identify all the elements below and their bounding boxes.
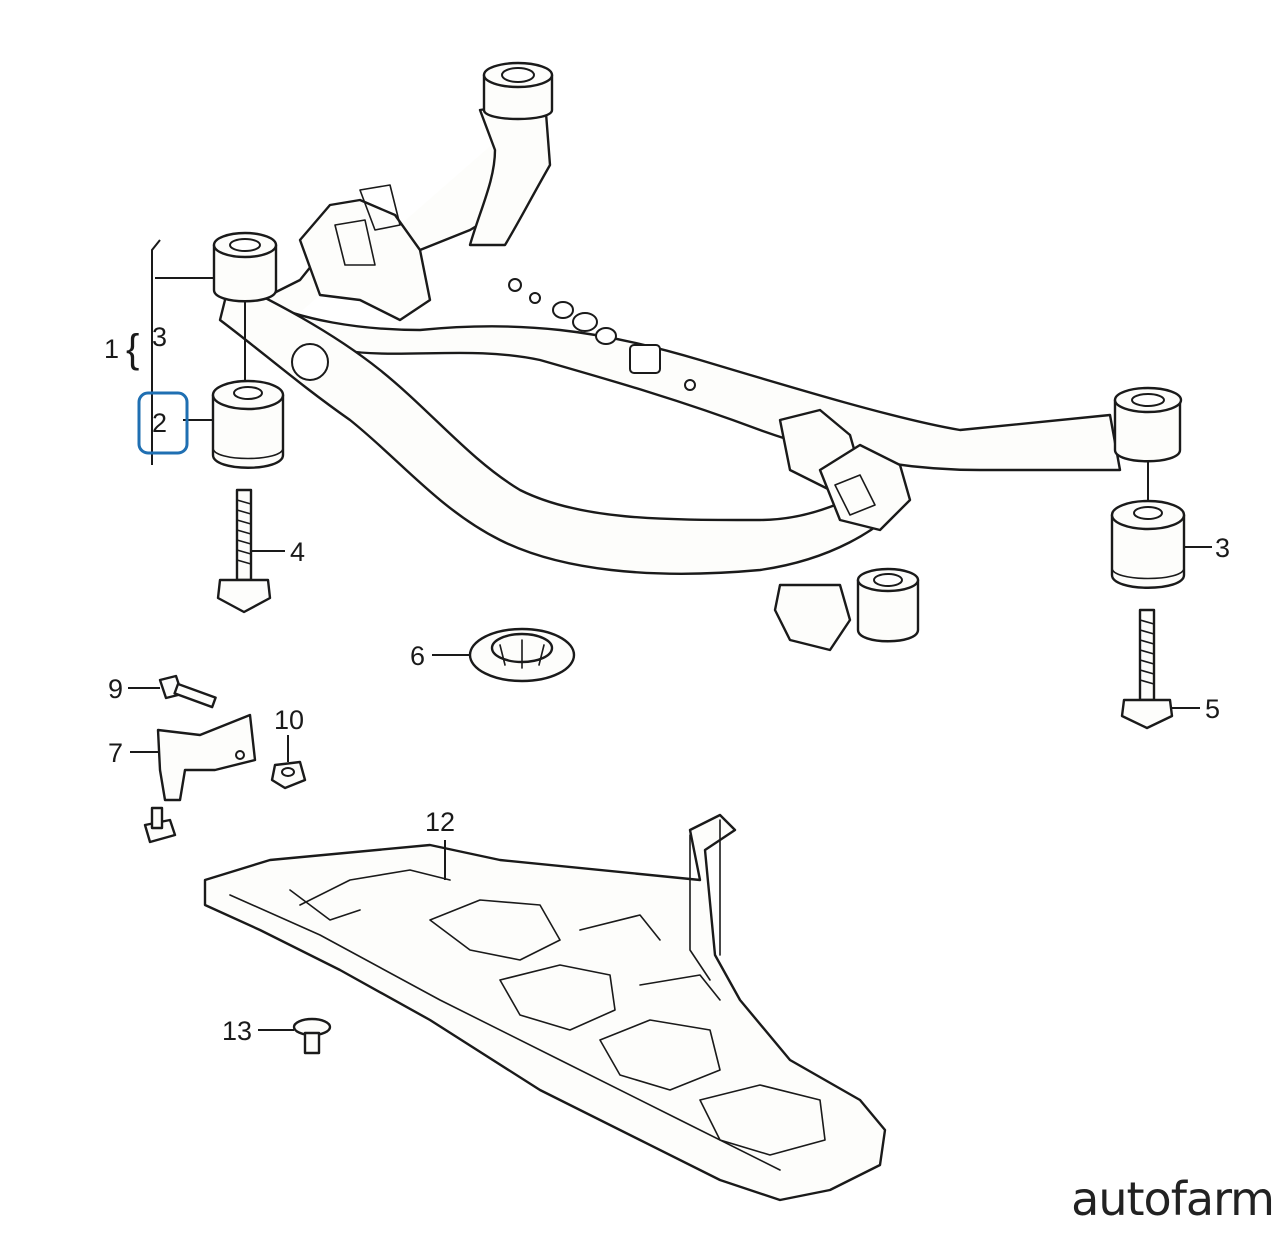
callout-10: 10: [274, 705, 304, 735]
subframe-mount-right: [1113, 386, 1183, 463]
subframe: [218, 98, 1122, 652]
callout-2-highlight: [137, 391, 189, 455]
underbody-shield-12: [203, 813, 887, 1202]
callout-6: 6: [410, 641, 425, 671]
callout-3-right: 3: [1215, 533, 1230, 563]
callout-4: 4: [290, 537, 305, 567]
callout-12: 12: [425, 807, 455, 837]
callout-2: 2: [152, 408, 167, 438]
subframe-mount-left: [212, 231, 278, 303]
bushing-right: [1110, 499, 1186, 589]
leader-lines: [128, 239, 1212, 1031]
nut-10: [270, 760, 307, 790]
bolt-4: [216, 488, 272, 614]
callout-1: 1: [104, 334, 119, 364]
subframe-mount-front-right: [856, 567, 920, 643]
screw-9: [158, 674, 217, 709]
callout-13: 13: [222, 1016, 252, 1046]
callout-3-top: 3: [152, 322, 167, 352]
cap-6: [468, 627, 576, 683]
callout-5: 5: [1205, 694, 1220, 724]
autofarm-watermark: autofarm: [1071, 1172, 1275, 1226]
bracket-7: [143, 713, 257, 844]
callout-9: 9: [108, 674, 123, 704]
subframe-mount-top: [482, 61, 554, 121]
bolt-5: [1120, 608, 1174, 730]
callout-7: 7: [108, 738, 123, 768]
screw-13: [292, 1017, 332, 1055]
bushing-left: [211, 379, 285, 469]
brace-symbol: {: [126, 327, 139, 371]
